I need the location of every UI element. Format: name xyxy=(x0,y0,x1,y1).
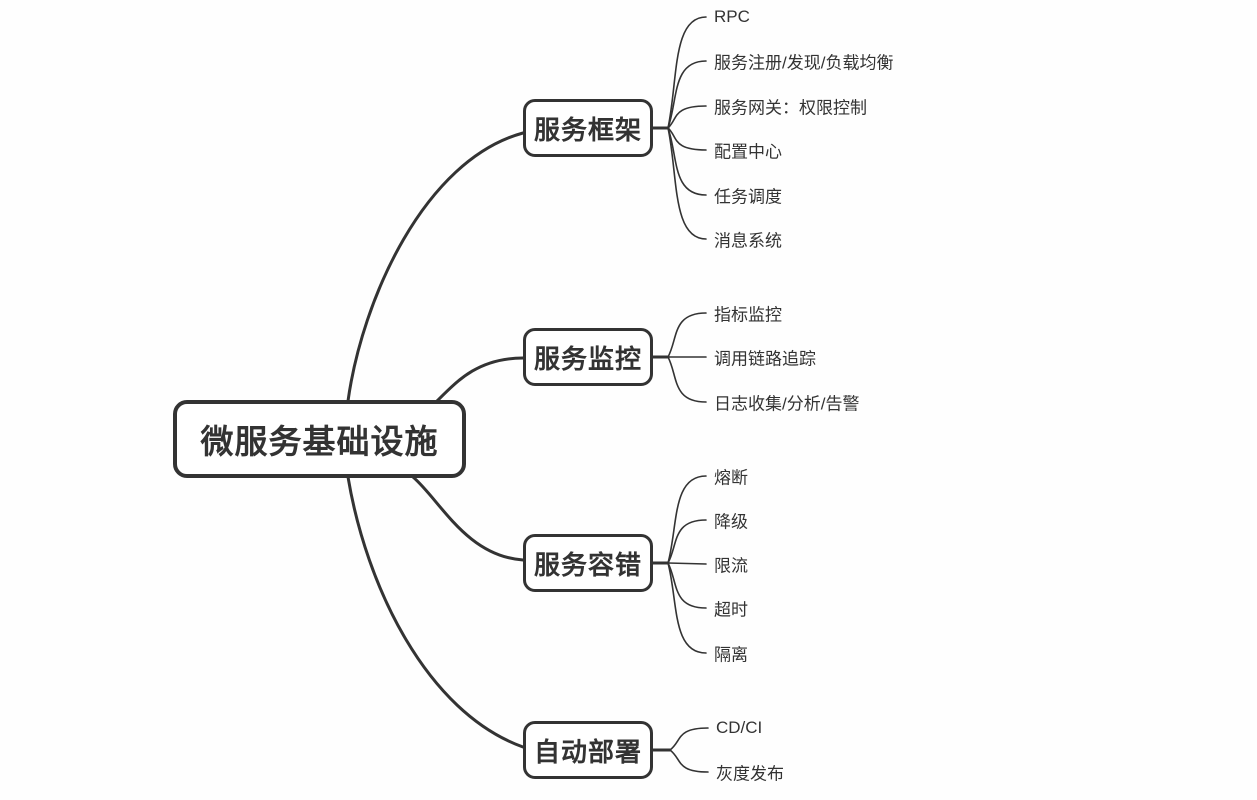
leaf-call-chain-tracing[interactable]: 调用链路追踪 xyxy=(714,349,816,369)
leaf-service-gateway-access-control[interactable]: 服务网关：权限控制 xyxy=(714,98,867,118)
curve-to-service-registry xyxy=(667,60,707,129)
leaf-rate-limiting[interactable]: 限流 xyxy=(714,556,748,576)
curve-to-metrics-monitoring xyxy=(667,312,707,358)
branch-node-auto-deploy[interactable]: 自动部署 xyxy=(523,721,653,779)
root-node-microservice-infrastructure[interactable]: 微服务基础设施 xyxy=(173,400,466,478)
curve-to-service-gateway xyxy=(667,105,707,129)
leaf-service-registry-discovery-loadbalance[interactable]: 服务注册/发现/负载均衡 xyxy=(714,53,894,73)
curve-to-config-center xyxy=(667,127,707,151)
leaf-message-system[interactable]: 消息系统 xyxy=(714,231,782,251)
leaf-circuit-breaker[interactable]: 熔断 xyxy=(714,468,748,488)
curve-to-message-system xyxy=(667,127,707,240)
curve-to-timeout xyxy=(667,562,707,609)
curve-root-to-auto-deploy xyxy=(346,475,525,749)
leaf-log-collection-analysis-alert[interactable]: 日志收集/分析/告警 xyxy=(714,394,860,414)
curve-root-to-service-framework xyxy=(346,131,525,403)
branch-node-fault-tolerance[interactable]: 服务容错 xyxy=(523,534,653,592)
curve-root-to-service-monitoring xyxy=(435,356,525,403)
leaf-cdci[interactable]: CD/CI xyxy=(716,718,763,737)
curve-to-log-collection xyxy=(667,356,707,403)
leaf-config-center[interactable]: 配置中心 xyxy=(714,142,782,162)
branch-node-service-framework[interactable]: 服务框架 xyxy=(523,99,653,157)
root-branch-curves xyxy=(346,131,525,749)
leaf-degradation[interactable]: 降级 xyxy=(714,512,748,532)
curve-to-rpc xyxy=(667,16,707,129)
leaf-task-scheduling[interactable]: 任务调度 xyxy=(714,187,782,207)
curve-to-gray-release xyxy=(669,749,709,773)
curve-to-degradation xyxy=(667,519,707,564)
leaf-metrics-monitoring[interactable]: 指标监控 xyxy=(714,305,782,325)
curve-root-to-fault-tolerance xyxy=(411,475,525,562)
branch-stub-lines xyxy=(649,126,672,752)
curve-to-isolation xyxy=(667,562,707,654)
curve-to-task-scheduling xyxy=(667,127,707,196)
branch-node-service-monitoring[interactable]: 服务监控 xyxy=(523,328,653,386)
leaf-timeout[interactable]: 超时 xyxy=(714,600,748,620)
curve-to-circuit-breaker xyxy=(667,475,707,564)
leaf-fan-curves xyxy=(667,16,709,773)
leaf-isolation[interactable]: 隔离 xyxy=(714,645,748,665)
curve-to-cdci xyxy=(669,727,709,751)
leaf-rpc[interactable]: RPC xyxy=(714,7,750,26)
curve-to-rate-limiting xyxy=(667,562,707,565)
leaf-gray-release[interactable]: 灰度发布 xyxy=(716,764,784,784)
